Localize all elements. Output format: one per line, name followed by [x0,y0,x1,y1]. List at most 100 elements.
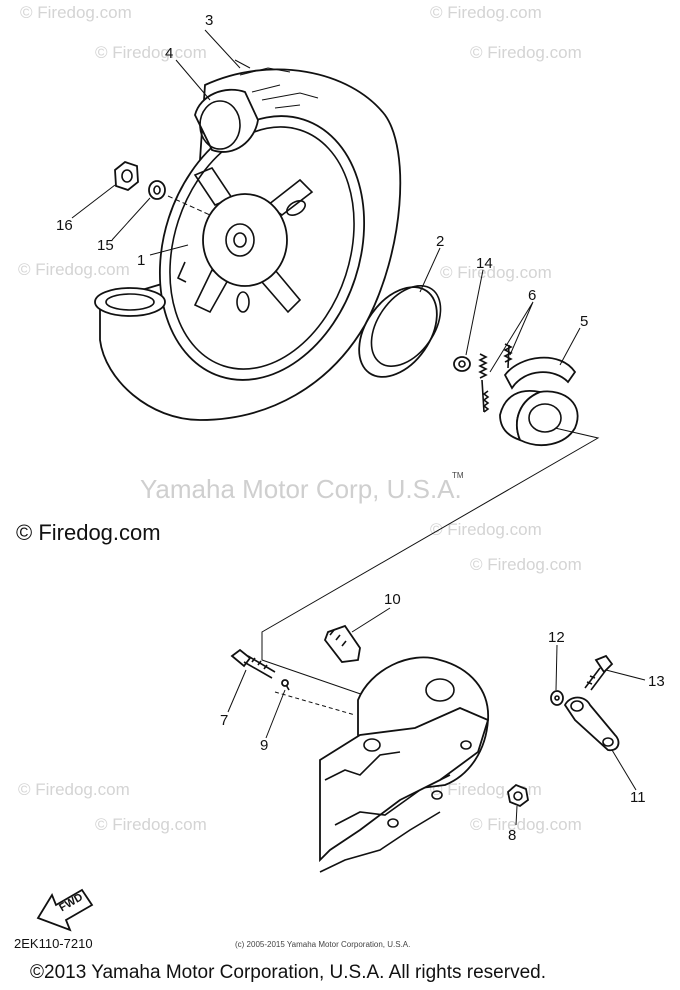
lever-eye [602,737,614,747]
watermark-firedog: © Firedog.com [95,43,207,62]
brake-cam-10 [323,624,361,663]
watermark-firedog: © Firedog.com [20,3,132,22]
leader-1 [149,244,189,256]
fwd-arrow-icon [36,888,94,932]
washer [148,180,166,200]
inner-tube [194,88,259,153]
wheel-assembly [94,59,402,421]
callout-4: 4 [165,45,173,62]
hub-bore [225,223,255,257]
arm-hole [431,790,443,800]
footer-copyright: ©2013 Yamaha Motor Corporation, U.S.A. A… [30,962,546,983]
nut-bore [458,360,466,368]
leader-16 [71,184,116,219]
leader-3 [204,29,241,69]
plate-boss [425,678,455,702]
nut [453,356,471,372]
watermark-firedog: © Firedog.com [18,780,130,799]
washer [550,690,564,706]
brake-plate-swingarm [274,656,490,873]
watermark-firedog: © Firedog.com [470,43,582,62]
bolt-13 [584,654,614,691]
hub-slot [286,199,306,217]
callout-11: 11 [630,789,646,806]
diagram-code: 2EK110-7210 [14,936,93,951]
lever-bore [570,700,584,712]
leader-12 [555,644,558,691]
return-spring [478,353,490,413]
watermark-firedog: © Firedog.com [18,260,130,279]
swing-arm-edges [319,751,451,873]
arm-hole [460,740,472,750]
washer-12 [550,690,564,706]
callout-8: 8 [508,827,516,844]
bolt-7 [230,648,276,679]
callout-16: 16 [56,217,73,234]
watermark-firedog: © Firedog.com [430,520,542,539]
pin-guide-line [274,691,356,716]
leader-2 [419,247,441,293]
leader-13 [605,669,646,681]
hub-slot [236,291,250,313]
bolt-shank [584,667,607,691]
nut-8 [507,783,529,808]
brake-shoe-upper [503,356,577,390]
watermark-yamaha: Yamaha Motor Corp, U.S.A. [140,474,462,504]
swing-arm [319,707,490,863]
tire-section [94,287,166,317]
assembly-leader-line [261,427,600,701]
ring-inner [370,284,442,368]
fwd-arrow: FWD [36,888,94,932]
shoe-pivot [528,403,562,433]
callout-15: 15 [97,237,114,254]
leader-7 [227,669,247,713]
cam-lever-11 [563,696,620,752]
watermark-firedog-dark: © Firedog.com [16,520,161,545]
nut-14 [453,356,471,372]
watermark-firedog: © Firedog.com [95,815,207,834]
callout-labels: 3 4 16 15 1 2 14 6 5 10 7 9 12 13 11 8 [56,12,665,844]
small-copyright: (c) 2005-2015 Yamaha Motor Corporation, … [235,940,410,949]
bolt-head [594,654,614,674]
callout-9: 9 [260,737,268,754]
callout-13: 13 [648,673,665,690]
axle-nut-16 [114,160,139,192]
return-spring [503,343,513,369]
cam-shaft [323,624,361,663]
brake-shoe-right [516,390,579,447]
nut [114,160,139,192]
leader-11 [611,749,637,791]
tire-tread [234,59,319,109]
leader-9 [265,689,286,739]
cam-splines [329,629,347,647]
tire-valve [176,261,187,283]
leader-14 [465,269,484,356]
leader-4 [175,59,211,101]
callout-1: 1 [137,252,145,269]
callout-10: 10 [384,591,401,608]
callout-6: 6 [528,287,536,304]
tube-section [199,100,241,150]
nut [507,783,529,808]
leader-15 [111,197,151,241]
lever-arm [563,696,620,752]
watermark-tm: TM [452,471,464,480]
arm-hole [387,818,399,828]
pin-9 [281,679,290,691]
leader-lines [71,29,646,826]
callout-5: 5 [580,313,588,330]
watermark-firedog: © Firedog.com [430,3,542,22]
watermark-firedog: © Firedog.com [470,555,582,574]
washer-hole [153,185,161,195]
pin-head [281,679,289,687]
watermark-firedog: © Firedog.com [470,815,582,834]
callout-7: 7 [220,712,228,729]
leader-10 [351,607,391,633]
washer-hole [554,695,560,701]
callout-2: 2 [436,233,444,250]
brake-drum-ring-2 [358,284,442,378]
callout-14: 14 [476,255,493,272]
hub-axle-hole [233,232,247,248]
leader-8 [515,805,518,826]
